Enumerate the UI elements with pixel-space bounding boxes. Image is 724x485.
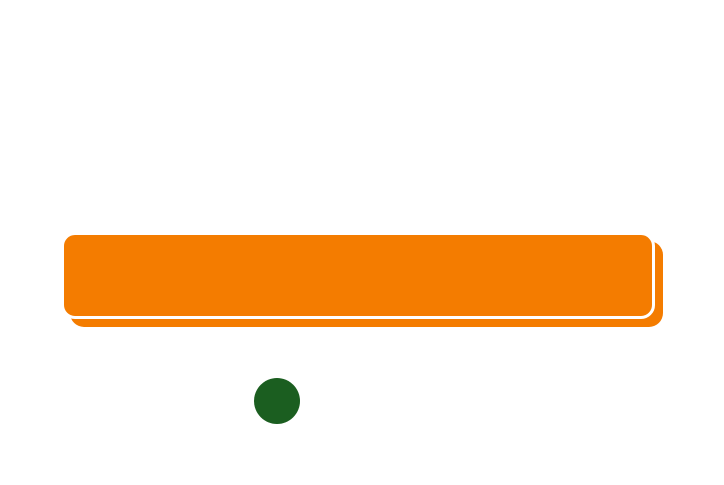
- orange-bar: [61, 232, 655, 319]
- green-dot: [254, 378, 300, 424]
